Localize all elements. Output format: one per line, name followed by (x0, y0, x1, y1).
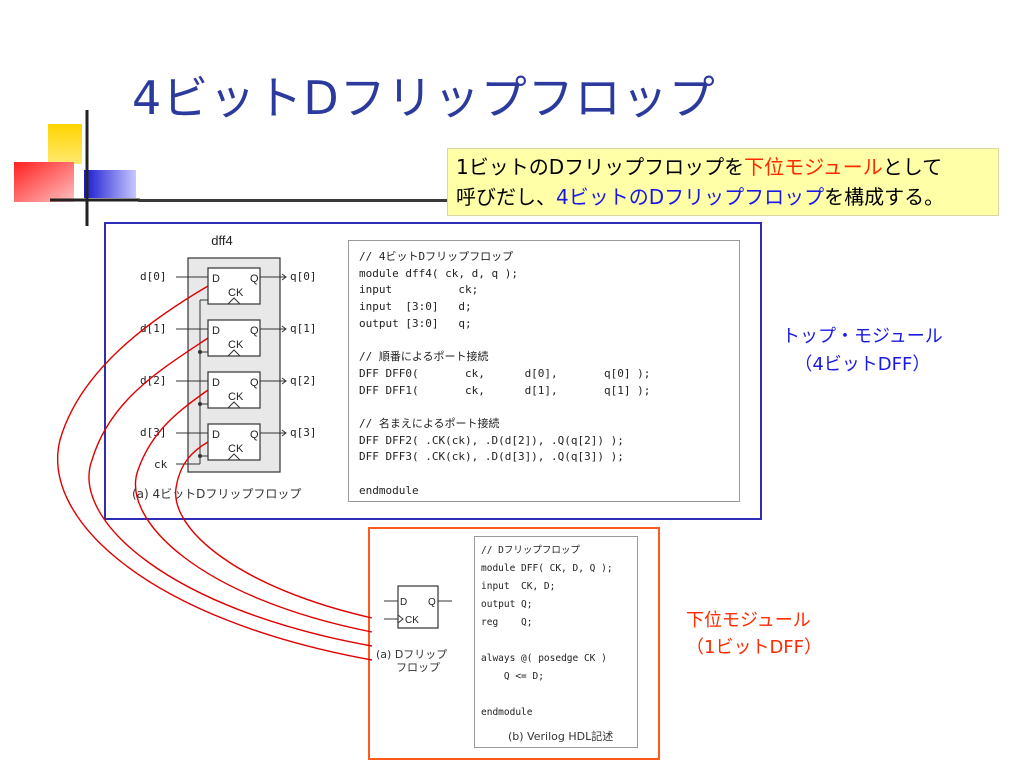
dff-code-line: endmodule (481, 707, 533, 718)
callout-line-1: 1ビットのDフリップフロップを下位モジュールとして (456, 152, 990, 182)
dff4-code-line: DFF DFF0( ck, d[0], q[0] ); (359, 366, 651, 380)
slide-title: 4ビットDフリップフロップ (132, 71, 716, 125)
output-label-2: q[2] (290, 374, 317, 387)
dff4-code-line: // 4ビットDフリップフロップ (359, 250, 514, 263)
low-module-label-line1: 下位モジュール (686, 610, 811, 631)
pin-ck-label: CK (228, 339, 244, 351)
callout-text: 1ビットのDフリップフロップを (456, 155, 745, 179)
pin-d-label: D (212, 273, 220, 285)
dff-circuit-diagram: D Q CK (a) Dフリップ フロップ (376, 585, 452, 674)
input-label-ck: ck (154, 458, 168, 471)
low-module-label: 下位モジュール （1ビットDFF） (686, 607, 822, 661)
pin-ck-label: CK (405, 615, 419, 626)
dff4-code-line: input [3:0] d; (359, 300, 472, 314)
arrow-icon (281, 273, 287, 281)
dff-code-line: Q <= D; (481, 671, 544, 682)
module-name-label: dff4 (211, 233, 232, 248)
caption-a-top: (a) 4ビットDフリップフロップ (132, 487, 301, 501)
dff4-code-block: // 4ビットDフリップフロップ module dff4( ck, d, q );… (348, 240, 740, 502)
input-label-0: d[0] (140, 270, 167, 283)
junction-dot (198, 454, 202, 458)
dff-code-line: output Q; (481, 599, 533, 610)
input-label-3: d[3] (140, 426, 167, 439)
pin-ck-label: CK (228, 391, 244, 403)
pin-d-label: D (212, 429, 220, 441)
horizontal-rule (138, 199, 448, 202)
top-module-label-line1: トップ・モジュール (782, 326, 943, 347)
pin-ck-label: CK (228, 287, 244, 299)
pin-d-label: D (400, 597, 407, 608)
yellow-square (48, 124, 82, 164)
pin-q-label: Q (250, 273, 259, 285)
dff-code-block: // Dフリップフロップ module DFF( CK, D, Q ); input… (474, 536, 638, 748)
dff4-code-line: // 名まえによるポート接続 (359, 416, 500, 430)
dff4-code-line: DFF DFF2( .CK(ck), .D(d[2]), .Q(q[2]) ); (359, 433, 624, 447)
dff4-code-line (359, 332, 729, 349)
dff-code-line: module DFF( CK, D, Q ); (481, 563, 613, 574)
callout-highlight-blue: 4ビットのDフリップフロップ (556, 185, 825, 209)
dff-code-line: input CK, D; (481, 581, 556, 592)
dff-code-line: // Dフリップフロップ (481, 545, 580, 556)
output-label-1: q[1] (290, 322, 317, 335)
dff4-code-line: output [3:0] q; (359, 316, 472, 330)
dff-code-line (481, 686, 631, 704)
callout-text: として (882, 155, 943, 179)
top-module-label: トップ・モジュール （4ビットDFF） (782, 323, 943, 379)
dff4-code-line: input ck; (359, 283, 479, 297)
callout-box: 1ビットのDフリップフロップを下位モジュールとして 呼びだし、4ビットのDフリッ… (447, 148, 999, 216)
callout-highlight-red: 下位モジュール (744, 155, 883, 179)
pin-d-label: D (212, 377, 220, 389)
junction-dot (198, 402, 202, 406)
top-module-label-line2: （4ビットDFF） (794, 354, 931, 375)
input-label-1: d[1] (140, 322, 167, 335)
caption-b-low: (b) Verilog HDL記述 (508, 730, 614, 743)
pin-d-label: D (212, 325, 220, 337)
pin-q-label: Q (250, 429, 259, 441)
pin-ck-label: CK (228, 443, 244, 455)
output-label-0: q[0] (290, 270, 317, 283)
dff4-code-line: DFF DFF1( ck, d[1], q[1] ); (359, 383, 651, 397)
blue-square (84, 170, 136, 198)
dff4-circuit-diagram: dff4 D Q CK d[0] q[0] D Q CK d[1] q[1] D Q CK d[2] q[2… (132, 233, 317, 501)
dff4-code-line: DFF DFF3( .CK(ck), .D(d[3]), .Q(q[3]) ); (359, 450, 624, 464)
red-square (14, 162, 74, 202)
dff-code-line: reg Q; (481, 617, 533, 628)
dff-box (397, 585, 439, 629)
dff4-code-line: // 順番によるポート接続 (359, 350, 489, 364)
dff4-code-line: module dff4( ck, d, q ); (359, 266, 518, 280)
output-label-3: q[3] (290, 426, 317, 439)
low-module-label-line2: （1ビットDFF） (686, 637, 823, 658)
callout-text: 呼びだし、 (456, 185, 556, 209)
dff-code-line (481, 632, 631, 650)
junction-dot (198, 350, 202, 354)
clock-triangle-icon (397, 614, 404, 624)
dff-code-line: always @( posedge CK ) (481, 653, 607, 664)
dff4-code-line (359, 466, 729, 483)
caption-a-low: (a) Dフリップ (376, 648, 447, 661)
pin-q-label: Q (428, 597, 436, 608)
callout-line-2: 呼びだし、4ビットのDフリップフロップを構成する。 (456, 182, 990, 212)
dff4-code-line (359, 399, 729, 416)
input-label-2: d[2] (140, 374, 167, 387)
corner-decoration (14, 110, 140, 226)
pin-q-label: Q (250, 325, 259, 337)
caption-a-low-2: フロップ (396, 661, 440, 674)
dff4-code-line: endmodule (359, 483, 419, 497)
pin-q-label: Q (250, 377, 259, 389)
callout-text: を構成する。 (824, 185, 945, 209)
